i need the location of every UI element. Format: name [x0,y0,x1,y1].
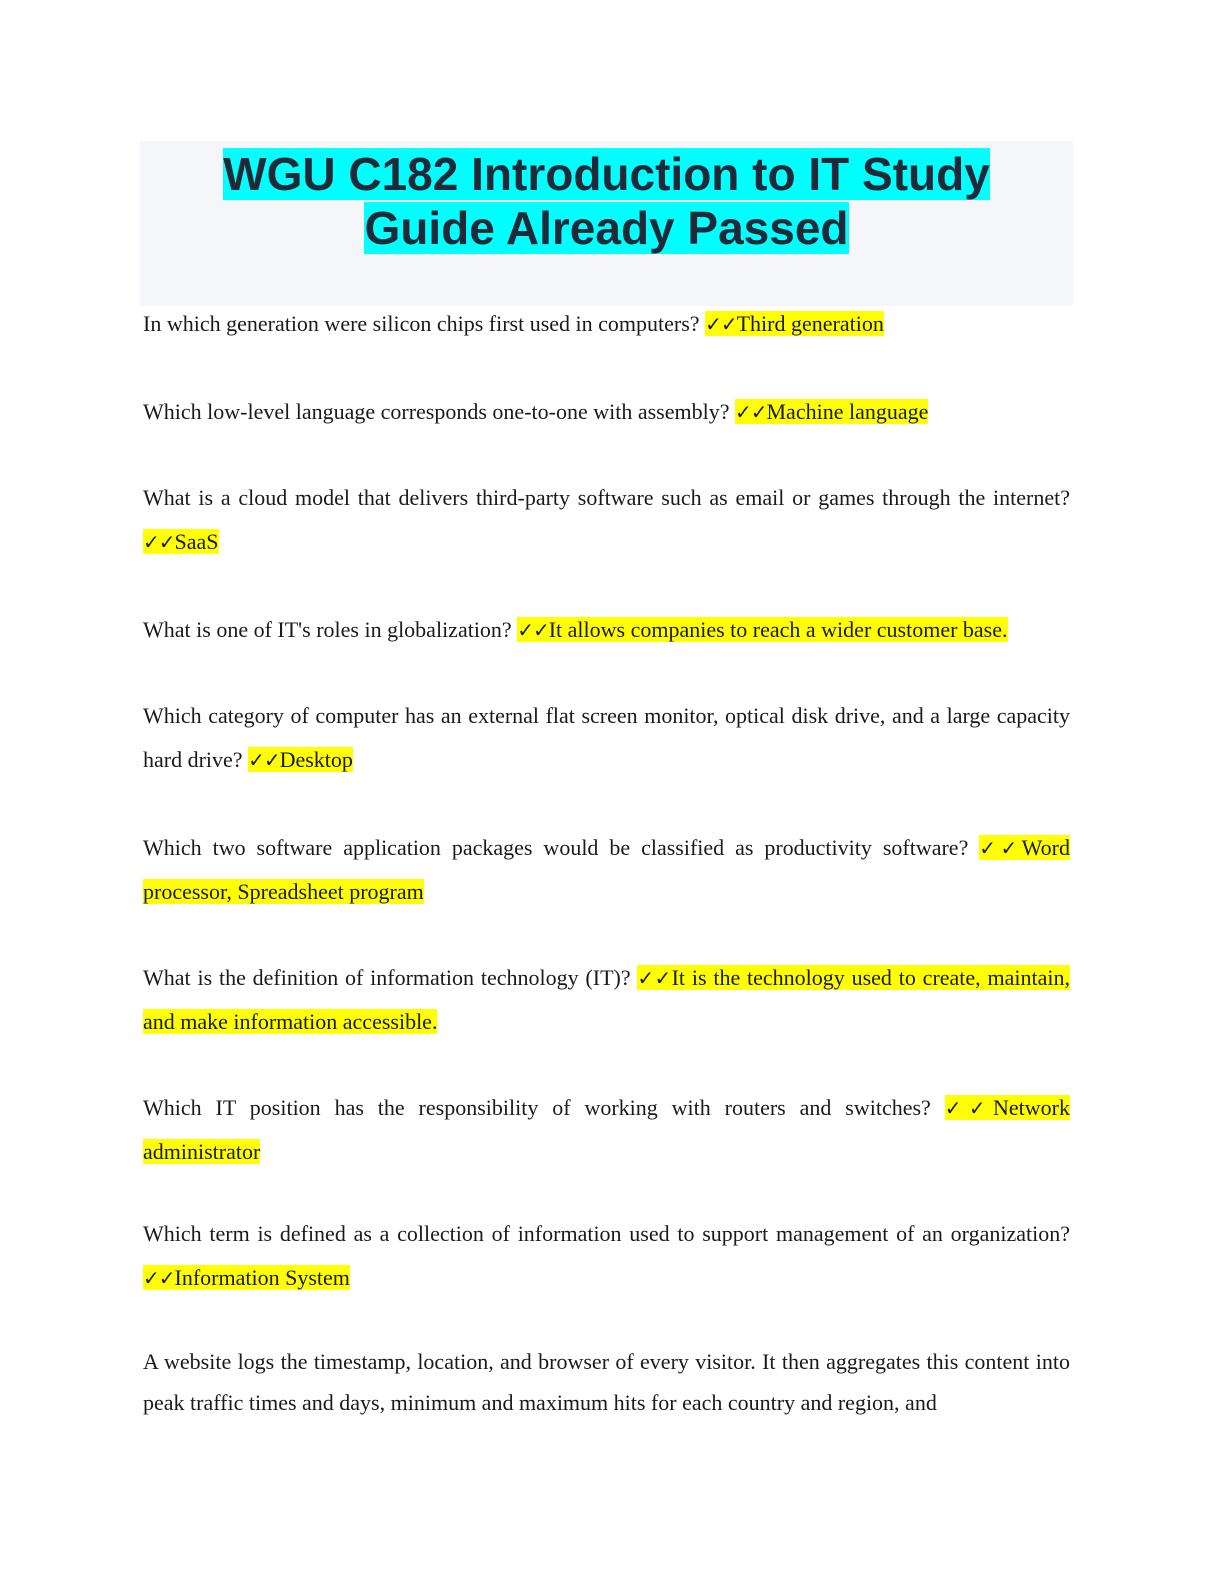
answer-highlight: ✓✓Desktop [248,747,353,772]
answer-text: Desktop [279,747,353,772]
question-text: A website logs the timestamp, location, … [143,1349,1070,1415]
answer-text: It is the technology used to create, mai… [143,965,1070,1034]
answer-text: It allows companies to reach a wider cus… [548,617,1008,642]
qa-item-5: Which category of computer has an extern… [143,694,1070,782]
qa-item-9: Which term is defined as a collection of… [143,1212,1070,1300]
question-text: What is one of IT's roles in globalizati… [143,617,518,642]
qa-item-8: Which IT position has the responsibility… [143,1086,1070,1174]
double-check-icon: ✓✓ [734,400,768,424]
qa-item-2: Which low-level language corresponds one… [143,390,1070,434]
double-check-icon: ✓✓ [143,1266,176,1290]
answer-highlight: ✓✓Information System [143,1265,350,1290]
answer-highlight: ✓✓SaaS [143,529,219,554]
answer-text: Third generation [736,311,884,336]
question-text: Which low-level language corresponds one… [143,399,735,424]
double-check-icon: ✓✓ [944,1096,994,1120]
qa-item-6: Which two software application packages … [143,826,1071,914]
double-check-icon: ✓✓ [979,836,1022,860]
double-check-icon: ✓✓ [517,618,550,642]
qa-item-1: In which generation were silicon chips f… [143,302,1070,346]
title-banner: WGU C182 Introduction to IT Study Guide … [140,141,1073,306]
qa-item-10: A website logs the timestamp, location, … [143,1341,1070,1423]
double-check-icon: ✓✓ [248,748,281,772]
qa-item-7: What is the definition of information te… [143,956,1070,1044]
question-text: Which two software application packages … [143,835,980,860]
qa-item-3: What is a cloud model that delivers thir… [143,476,1070,564]
answer-text: Network administrator [143,1095,1070,1164]
answer-text: Machine language [766,399,929,424]
answer-text: Word processor, Spreadsheet program [143,835,1071,904]
title-line-1: WGU C182 Introduction to IT Study [223,148,990,200]
answer-highlight: ✓✓It allows companies to reach a wider c… [517,617,1008,642]
question-text: What is a cloud model that delivers thir… [143,485,1070,510]
qa-item-4: What is one of IT's roles in globalizati… [143,608,1070,652]
title-line-2: Guide Already Passed [364,202,849,254]
question-text: Which term is defined as a collection of… [143,1221,1070,1246]
document-title: WGU C182 Introduction to IT Study Guide … [140,141,1073,255]
answer-highlight: ✓✓Third generation [705,311,884,336]
answer-highlight: ✓✓Machine language [734,399,929,424]
double-check-icon: ✓✓ [637,966,672,990]
double-check-icon: ✓✓ [705,312,738,336]
double-check-icon: ✓✓ [143,530,176,554]
question-text: What is the definition of information te… [143,965,638,990]
answer-text: Information System [174,1265,350,1290]
question-text: In which generation were silicon chips f… [143,311,706,336]
answer-text: SaaS [174,529,219,554]
question-text: Which IT position has the responsibility… [143,1095,945,1120]
question-text: Which category of computer has an extern… [143,703,1070,772]
